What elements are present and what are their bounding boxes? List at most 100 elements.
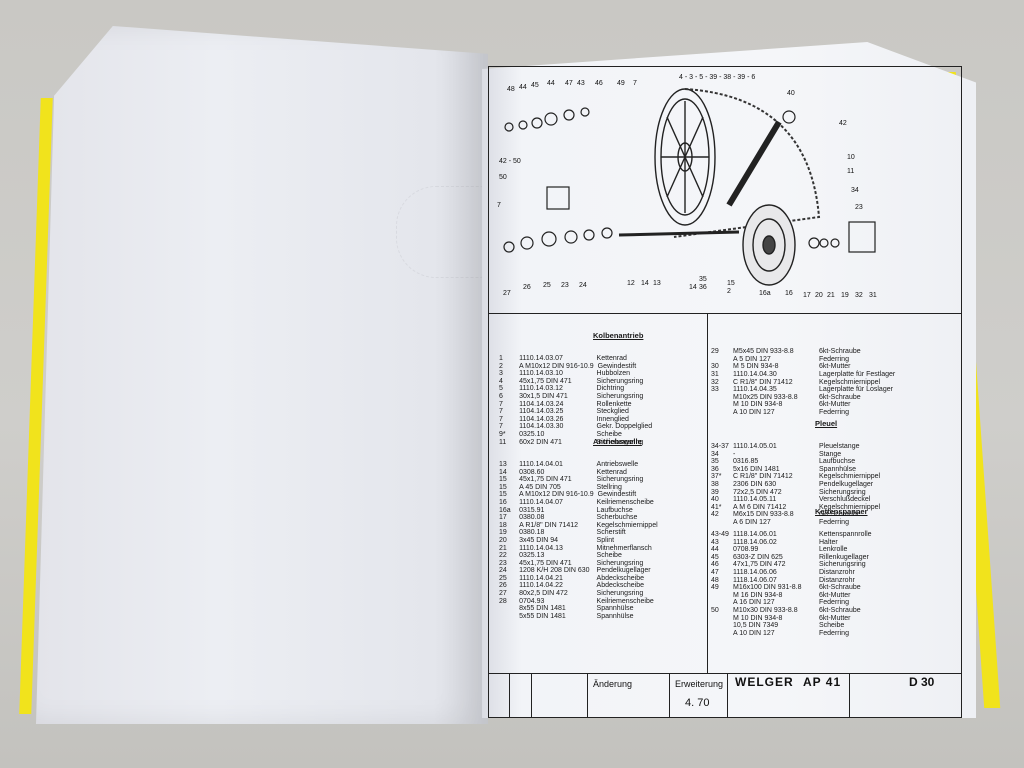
part-description: Federring [819, 518, 849, 526]
part-number-index: 29 [711, 348, 719, 356]
part-code: 1110.14.04.01 [519, 460, 563, 468]
part-number-index: 11 [499, 438, 507, 446]
part-number-index: 48 [711, 576, 719, 584]
right-parts-page [482, 42, 976, 718]
part-description: Gekr. Doppelglied [596, 423, 653, 431]
part-description: Lenkrolle [819, 546, 848, 554]
part-description: Verschlußdeckel [819, 496, 871, 504]
part-code: 45x1,75 DIN 471 [519, 559, 572, 567]
part-code: 72x2,5 DIN 472 [733, 488, 782, 496]
part-number-index: 44 [711, 546, 719, 554]
part-number-index [711, 394, 729, 402]
svg-text:26: 26 [523, 284, 531, 291]
part-number-index: 34-37 [711, 442, 729, 450]
part-code: 60x2 DIN 471 [519, 438, 562, 446]
part-description: Federring [819, 629, 849, 637]
svg-text:35: 35 [699, 276, 707, 283]
part-number-index [499, 605, 515, 613]
svg-text:36: 36 [699, 284, 707, 291]
footer-change-label: Änderung [593, 679, 633, 689]
part-code: 8x55 DIN 1481 [519, 605, 566, 613]
part-description: Distanzrohr [819, 576, 855, 584]
part-description: Scheibe [819, 622, 845, 630]
part-number-index: 7 [499, 400, 503, 408]
svg-text:19: 19 [841, 292, 849, 299]
column-divider [707, 313, 708, 673]
footer-date: 4. 70 [685, 697, 710, 709]
part-code: 0315.91 [519, 506, 545, 514]
part-description: Gewindestift [597, 491, 637, 499]
part-code: 10,5 DIN 7349 [733, 622, 779, 630]
footer-divider-1 [509, 673, 510, 717]
svg-text:50: 50 [499, 174, 507, 181]
part-description: Sicherungsring [596, 559, 644, 567]
part-description: Sicherungsring [819, 561, 866, 569]
part-description: Pendelkugellager [819, 480, 874, 488]
part-code: 1110.14.04.13 [519, 544, 563, 552]
part-description: Spannhülse [819, 465, 856, 473]
part-description: Halter [819, 538, 838, 546]
svg-text:42 - 50: 42 - 50 [499, 158, 521, 165]
part-description: 6kt-Schraube [819, 584, 861, 592]
part-number-index: 36 [711, 465, 719, 473]
svg-text:45: 45 [531, 82, 539, 89]
svg-text:15: 15 [727, 280, 735, 287]
part-description: Kegelschmiernippel [819, 378, 881, 386]
part-description: Laufbuchse [819, 458, 856, 466]
part-code: M6x15 DIN 933-8.8 [733, 511, 794, 519]
part-number-index: 47 [711, 568, 719, 576]
part-number-index: 41* [711, 503, 722, 511]
show-through-ghost [396, 186, 488, 278]
part-description: 6kt-Mutter [819, 401, 851, 409]
svg-text:27: 27 [503, 290, 511, 297]
part-number-index: 31 [711, 370, 719, 378]
part-number-index: 15 [499, 491, 507, 499]
part-number-index: 16a [499, 506, 511, 514]
part-code: 0325.10 [519, 430, 545, 438]
part-number-index: 32 [711, 378, 719, 386]
svg-text:7: 7 [497, 202, 501, 209]
part-number-index: 19 [499, 529, 507, 537]
part-code: A 10 DIN 127 [733, 408, 775, 416]
part-code: M10x30 DIN 933-8.8 [733, 606, 798, 614]
part-description: Kettenrad [596, 354, 627, 362]
part-number-index: 7 [499, 415, 503, 423]
svg-text:17: 17 [803, 292, 811, 299]
part-description: Abdeckscheibe [596, 574, 645, 582]
part-description: Pleuelstange [819, 442, 860, 450]
part-number-index: 39 [711, 488, 719, 496]
part-code: 6303-Z DIN 625 [733, 553, 783, 561]
part-code: 1104.14.03.24 [519, 400, 564, 408]
part-code: 1110.14.03.07 [519, 354, 563, 362]
part-code: 1104.14.03.30 [519, 423, 564, 431]
part-description: Kegelschmiernippel [596, 521, 658, 529]
part-code: M 16 DIN 934-8 [733, 591, 783, 599]
svg-text:25: 25 [543, 282, 551, 289]
part-description: 6kt-Schraube [819, 393, 861, 401]
part-number-index: 34 [711, 450, 719, 458]
part-number-index: 42 [711, 511, 719, 519]
